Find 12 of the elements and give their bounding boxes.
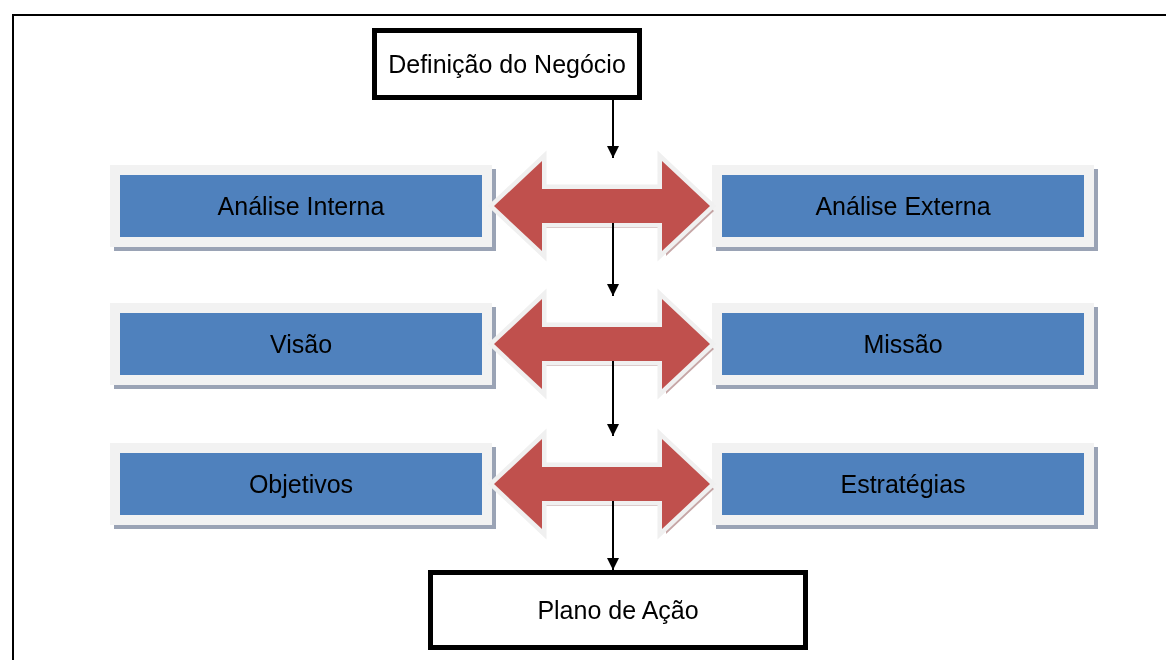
- process-box: [428, 570, 808, 650]
- box-label: Análise Interna: [217, 191, 385, 221]
- box-label: Estratégias: [840, 469, 966, 499]
- box-label: Análise Externa: [815, 191, 991, 221]
- arrow: [607, 500, 619, 571]
- box-label: Visão: [269, 329, 333, 359]
- box-label: Definição do Negócio: [388, 49, 626, 79]
- box-label: Objetivos: [248, 469, 354, 499]
- process-box: [372, 28, 642, 100]
- box-label: Missão: [863, 329, 943, 359]
- arrow: [607, 99, 619, 159]
- box-label: Plano de Ação: [537, 595, 699, 625]
